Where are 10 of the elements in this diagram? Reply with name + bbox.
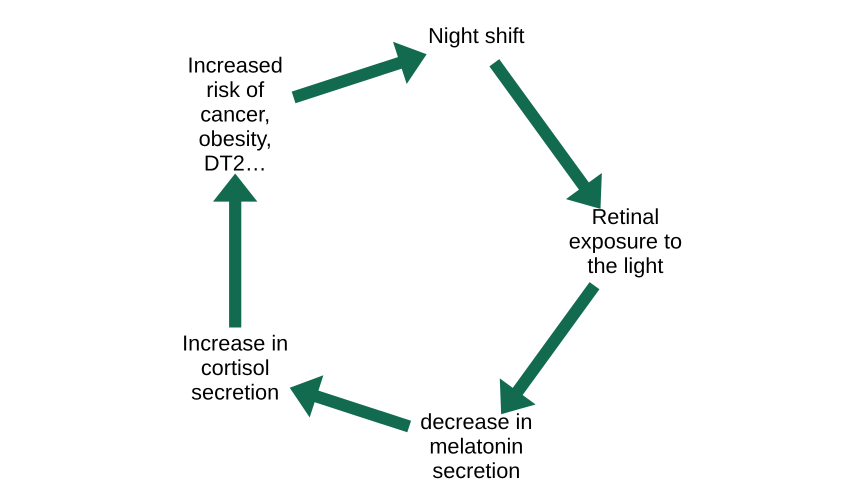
node-text: Night shift (428, 23, 524, 48)
node-text: Retinal exposure to the light (568, 204, 682, 278)
arrow (488, 59, 602, 209)
arrow (212, 173, 257, 328)
node-text: Increased risk of cancer, obesity, DT2… (187, 52, 282, 176)
arrow (291, 42, 426, 104)
arrow (499, 282, 599, 414)
node-text: Increase in cortisol secretion (182, 330, 288, 405)
node-text: decrease in melatonin secretion (420, 409, 532, 483)
arrow (289, 375, 411, 432)
